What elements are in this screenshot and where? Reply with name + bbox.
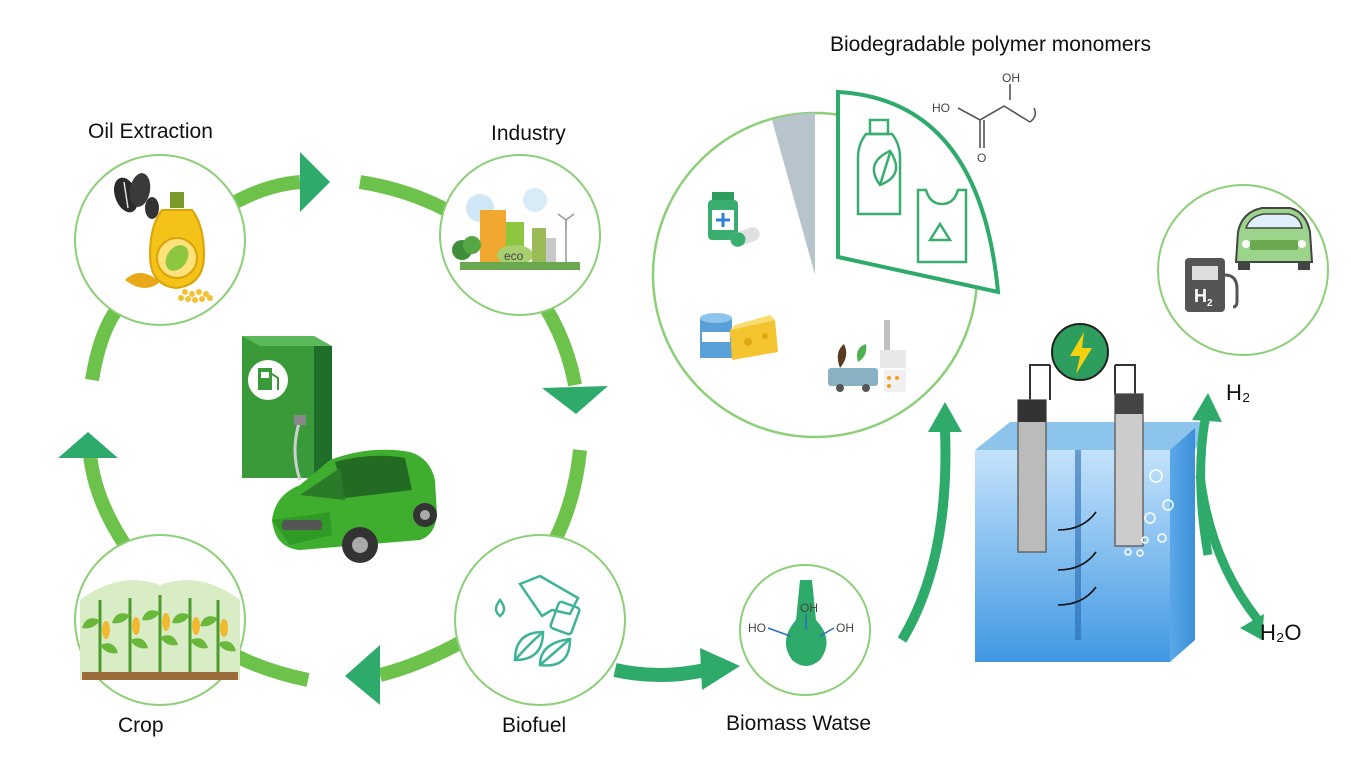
cycle-arrowheads [58, 152, 608, 705]
svg-text:eco: eco [504, 249, 524, 263]
arrow-biomass-up [897, 402, 962, 643]
sunflower-seeds-icon [113, 173, 159, 219]
arrowhead-to-industry [300, 152, 330, 212]
yogurt-cheese-icon [700, 313, 778, 360]
fuel-station-car-illustration [242, 336, 437, 563]
fuel-pump-icon [242, 336, 332, 481]
corn-kernels-icon [125, 272, 213, 303]
label-crop: Crop [118, 714, 164, 737]
label-h2: H₂ [1226, 380, 1251, 405]
bio-bottle-icon [856, 118, 902, 216]
droplet-molecule-icon: HO OH OH [748, 580, 854, 666]
label-biomass-waste: Biomass Watse [726, 712, 872, 735]
arrowhead-to-oil [58, 432, 118, 458]
biomass-oh-right-text: OH [836, 621, 854, 635]
node-industry: eco [439, 154, 601, 316]
eco-factory-icon: eco [452, 188, 580, 270]
label-polymer-monomers: Biodegradable polymer monomers [830, 33, 1151, 56]
arc-left-up [85, 300, 126, 382]
polymer-wedge [836, 89, 1001, 295]
pharma-icon [708, 192, 760, 247]
pie-gray-wedge [772, 113, 815, 275]
biomass-oh-mid-text: OH [800, 601, 818, 615]
node-hydrogen-car: H 2 [1157, 184, 1329, 356]
label-industry: Industry [491, 122, 566, 145]
label-oil-extraction: Oil Extraction [88, 120, 213, 143]
agri-industry-icon [828, 320, 906, 392]
label-h2o: H₂O [1260, 620, 1302, 645]
biomass-ho-left-text: HO [748, 621, 766, 635]
arc-crop-to-oil [83, 454, 131, 549]
hydrogen-car-icon [1234, 207, 1314, 270]
node-biomass-waste: HO OH OH [739, 564, 871, 696]
arc-biofuel-up [548, 449, 587, 544]
recycle-bag-icon [916, 188, 968, 264]
svg-text:2: 2 [1207, 298, 1213, 309]
arrowhead-to-crop [345, 645, 380, 705]
arc-oil-to-industry [226, 175, 301, 212]
node-biofuel [454, 534, 626, 706]
electrolysis-cell-icon [975, 323, 1210, 662]
green-car-icon [272, 449, 437, 563]
fuel-nozzle-leaf-icon [494, 574, 581, 667]
arrowhead-to-biofuel [542, 386, 608, 414]
arc-biofuel-to-crop [378, 633, 469, 682]
lactic-acid-molecule-icon: HO OH O [932, 71, 1037, 165]
label-biofuel: Biofuel [502, 714, 567, 737]
molecule-o-text: O [977, 151, 986, 165]
arrow-h2o [1195, 474, 1264, 640]
hydrogen-pump-icon: H 2 [1185, 258, 1239, 312]
corn-field-icon [80, 580, 240, 680]
arc-industry-gap [358, 175, 454, 219]
molecule-oh-text: OH [1002, 71, 1020, 85]
molecule-ho-text: HO [932, 101, 950, 115]
node-oil-extraction [74, 154, 246, 326]
svg-text:H: H [1194, 286, 1207, 306]
lightning-icon [1070, 332, 1092, 374]
oil-bottle-icon [148, 192, 206, 290]
arrow-biofuel-to-biomass [613, 648, 740, 690]
node-crop [74, 534, 246, 706]
